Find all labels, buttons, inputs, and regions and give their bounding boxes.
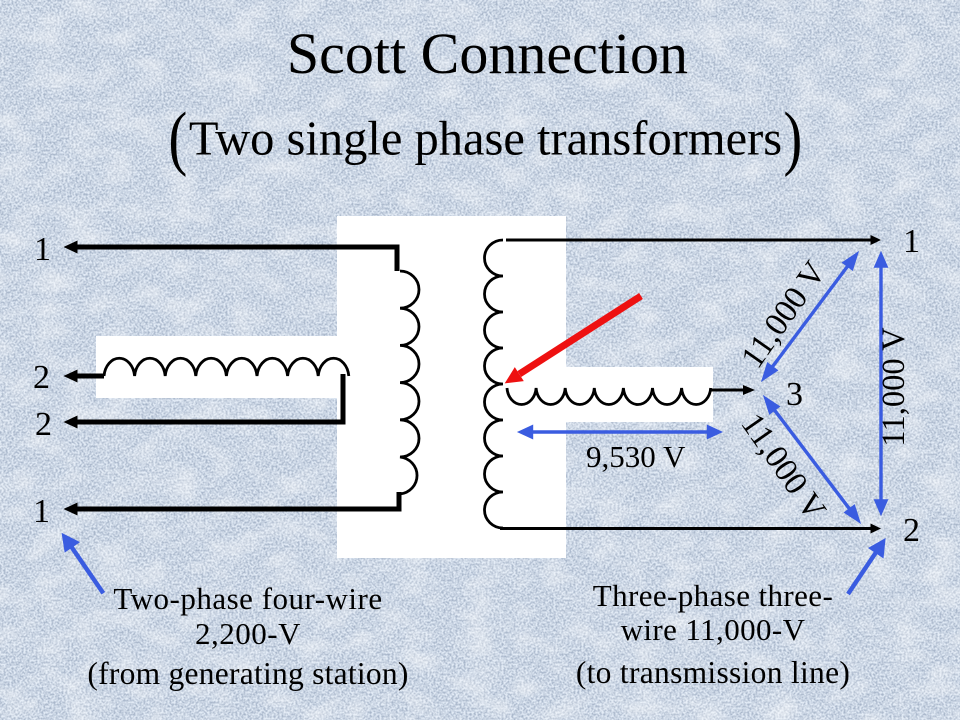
svg-text:11,000 V: 11,000 V <box>876 327 912 447</box>
svg-text:Scott Connection: Scott Connection <box>287 21 688 86</box>
svg-text:3: 3 <box>786 376 803 413</box>
svg-text:(: ( <box>169 98 188 177</box>
svg-text:1: 1 <box>33 493 50 530</box>
svg-text:): ) <box>784 98 803 177</box>
svg-text:9,530 V: 9,530 V <box>586 439 686 474</box>
svg-text:1: 1 <box>34 231 51 268</box>
svg-text:2: 2 <box>33 359 50 396</box>
svg-text:1: 1 <box>903 223 920 260</box>
svg-text:2: 2 <box>903 512 920 549</box>
svg-text:2: 2 <box>35 406 52 443</box>
svg-text:11,000 V: 11,000 V <box>735 255 834 375</box>
svg-text:Two single phase transformers: Two single phase transformers <box>189 113 782 166</box>
